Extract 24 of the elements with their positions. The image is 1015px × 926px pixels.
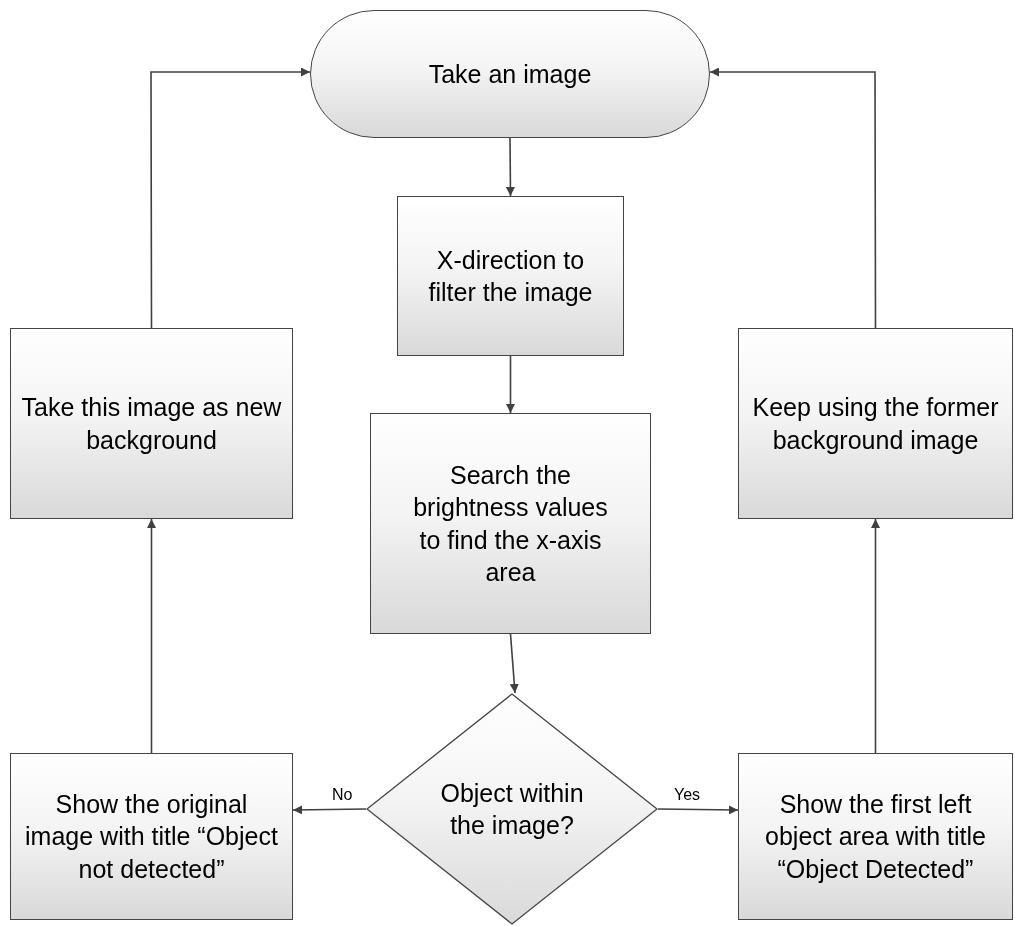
arrow	[871, 518, 880, 754]
arrow	[150, 67, 311, 329]
arrow	[509, 633, 519, 694]
decision-diamond	[366, 693, 658, 925]
arrow	[505, 137, 515, 197]
arrow	[709, 67, 877, 329]
node-text: Show the original image with title “Object not detected”	[24, 788, 279, 885]
node-text: Object within the image?	[439, 777, 585, 841]
node-text: Take an image	[427, 58, 593, 90]
process-box	[10, 753, 293, 920]
process-box	[10, 328, 293, 519]
arrow	[292, 805, 367, 815]
process-box	[397, 196, 624, 356]
node-text: Show the first left object area with title “Object Detected”	[764, 788, 987, 885]
process-box	[370, 413, 651, 634]
arrow	[506, 355, 515, 414]
node-text: Keep using the former background image	[751, 392, 1000, 456]
node-text: Search the brightness values to find the x-axis area	[412, 459, 609, 588]
node-text: Take this image as new background	[20, 392, 283, 456]
process-box	[738, 753, 1013, 920]
process-box	[738, 328, 1013, 519]
arrow	[147, 518, 156, 754]
node-text: X-direction to filter the image	[427, 244, 594, 308]
arrow	[657, 805, 739, 815]
